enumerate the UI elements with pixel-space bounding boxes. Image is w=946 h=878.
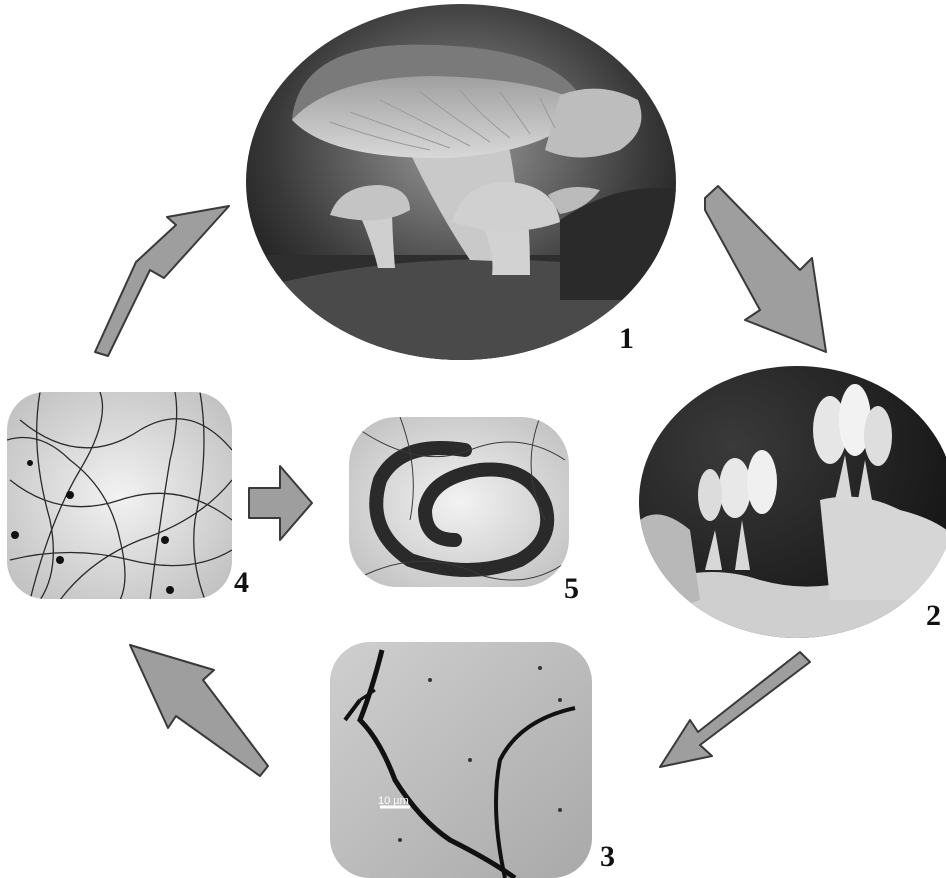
stage-number-3: 3	[600, 840, 615, 873]
arrow-2-to-3	[660, 652, 810, 767]
arrow-3-to-4	[130, 645, 268, 776]
stage-2-basidia-image	[636, 362, 946, 644]
stage-number-1: 1	[619, 322, 634, 355]
arrow-4-to-5	[249, 466, 312, 540]
stage-3-hypha-image: 10 µm	[330, 642, 592, 878]
stage-number-4: 4	[234, 566, 249, 599]
stage-number-2: 2	[926, 599, 941, 632]
stage-1-mushroom-image	[240, 0, 680, 365]
arrow-1-to-2	[705, 186, 826, 352]
stage-number-5: 5	[564, 572, 579, 605]
scale-bar-label: 10 µm	[378, 795, 409, 807]
arrow-4-to-1	[95, 206, 229, 356]
stage-5-trap-image	[349, 417, 569, 587]
stage-4-mycelium-image	[7, 392, 232, 600]
